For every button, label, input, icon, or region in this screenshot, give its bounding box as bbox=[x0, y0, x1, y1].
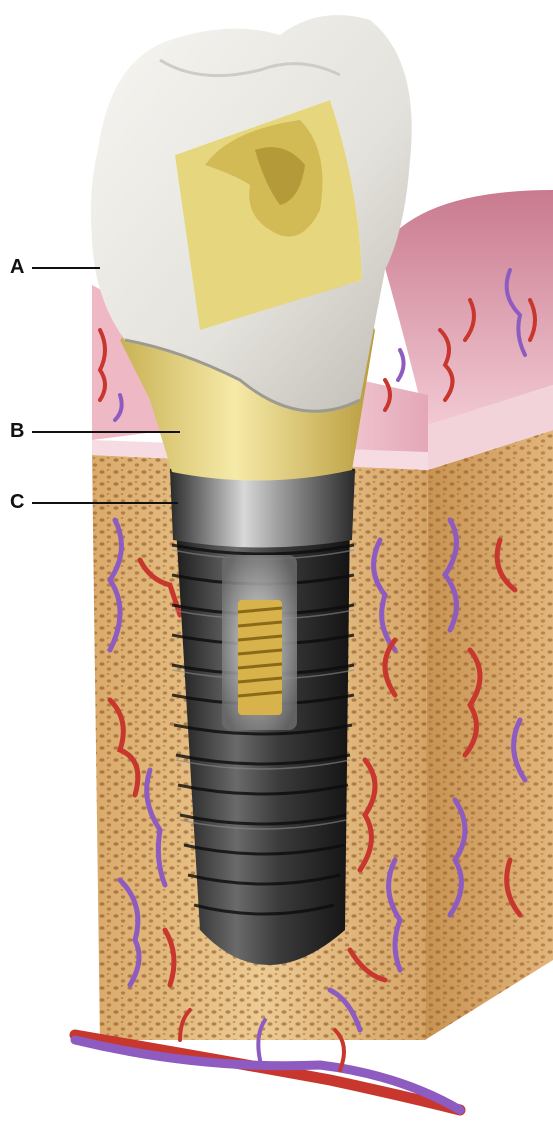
implant-body bbox=[172, 510, 354, 965]
gum-top bbox=[380, 190, 553, 425]
label-b: B bbox=[10, 421, 24, 441]
label-c: C bbox=[10, 492, 24, 512]
leader-line-a bbox=[32, 267, 100, 269]
leader-line-c bbox=[32, 502, 178, 504]
inner-screw bbox=[238, 600, 282, 715]
leader-line-b bbox=[32, 431, 180, 433]
label-a: A bbox=[10, 257, 24, 277]
